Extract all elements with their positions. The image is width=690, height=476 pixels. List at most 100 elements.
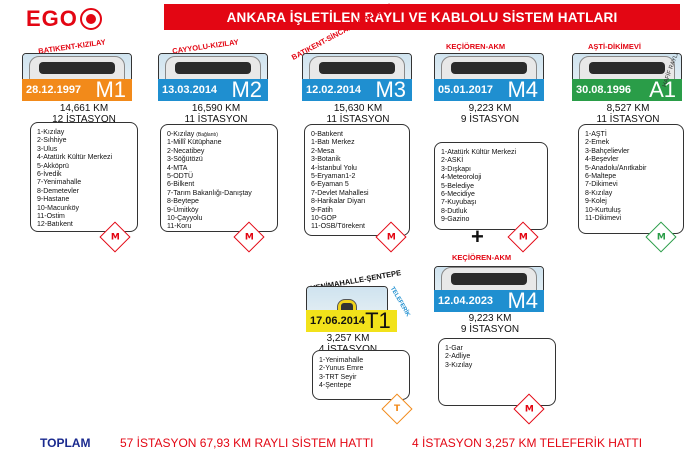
station-item: 6-Maltepe: [585, 173, 617, 181]
ego-emblem-icon: [79, 8, 102, 30]
station-item: 9-Kolej: [585, 198, 607, 206]
station-item: 2-Emek: [585, 139, 610, 147]
station-item: 1-Batı Merkez: [311, 139, 355, 147]
station-item: 10-Kurtuluş: [585, 206, 621, 214]
station-item: 1-Millî Kütüphane: [167, 139, 222, 147]
station-item: 5-ODTÜ: [167, 173, 194, 181]
station-item: 8-Beytepe: [167, 198, 199, 206]
station-item: 10-GOP: [311, 215, 337, 223]
footer-total-label: TOPLAM: [40, 436, 91, 450]
opening-date: 12.04.2023: [434, 290, 508, 312]
station-item: 1-AŞTİ: [585, 131, 607, 138]
station-item: 8-Dutluk: [441, 207, 468, 215]
station-item: 4-Atatürk Kültür Merkezi: [37, 154, 113, 162]
opening-date: 30.08.1996: [572, 79, 650, 101]
length-km: 15,630 KM: [333, 103, 383, 114]
line-code: M4: [507, 288, 544, 313]
opening-date: 05.01.2017: [434, 79, 508, 101]
station-item: 3-Botanik: [311, 156, 341, 164]
length-km: 14,661 KM: [59, 103, 109, 114]
station-item: 11-OSB/Törekent: [311, 223, 365, 231]
line-code: A1: [649, 77, 682, 102]
station-item: 8-Kızılay: [585, 189, 613, 197]
station-item: 9-Fatih: [311, 206, 333, 214]
station-item: 2-ASKİ: [441, 157, 464, 165]
page-title: ANKARA İŞLETİLEN RAYLI VE KABLOLU SİSTEM…: [226, 9, 618, 25]
station-item: 3-Söğütözü: [167, 156, 203, 164]
station-item: 7-Kuyubaşı: [441, 199, 477, 207]
length-km: 9,223 KM: [468, 103, 512, 114]
station-item: 9-Gazino: [441, 216, 470, 224]
station-item: 7-Yenimahalle: [37, 179, 82, 187]
station-item: 5-Belediye: [441, 182, 475, 190]
footer-rail-summary: 57 İSTASYON 67,93 KM RAYLI SİSTEM HATTI: [120, 436, 374, 450]
line-title: KEÇİÖREN-AKM: [446, 42, 506, 51]
station-item: 0-Batıkent: [311, 131, 343, 138]
logo-text: EGO: [26, 6, 78, 31]
station-item: 10-Çayyolu: [167, 215, 203, 223]
station-item: 3-TRT Seyir: [319, 373, 357, 381]
length-km: 8,527 KM: [606, 103, 650, 114]
station-count: 9 İSTASYON: [460, 114, 520, 125]
length-km: 3,257 KM: [326, 333, 370, 344]
station-item: 3-Ulus: [37, 145, 58, 153]
opening-date: 12.02.2014: [302, 79, 376, 101]
opening-date: 13.03.2014: [158, 79, 232, 101]
station-item: 2-Adliye: [445, 353, 471, 361]
station-item: 0-Kızılay(Bağlantı): [167, 131, 218, 138]
station-item: 10-Macunköy: [37, 204, 80, 212]
station-item: 2-Mesa: [311, 147, 335, 155]
station-item: 7-Tarım Bakanlığı-Danıştay: [167, 189, 252, 197]
station-item: 2-Sıhhiye: [37, 137, 67, 145]
station-item: 9-Hastane: [37, 196, 70, 204]
station-item: 1-Gar: [445, 345, 463, 352]
station-item: 2-Yunus Emre: [319, 365, 364, 373]
line-code: M1: [95, 77, 132, 102]
line-code: T1: [365, 308, 397, 333]
station-item: 3-Kızılay: [445, 361, 473, 369]
station-item: 1-Atatürk Kültür Merkezi: [441, 149, 517, 156]
station-note: (Bağlantı): [196, 132, 218, 138]
header-bar: ANKARA İŞLETİLEN RAYLI VE KABLOLU SİSTEM…: [164, 4, 680, 30]
station-item: 4-Beşevler: [585, 156, 619, 164]
station-item: 9-Ümitköy: [167, 206, 199, 214]
station-count: 11 İSTASYON: [326, 114, 390, 125]
line-title: KEÇİÖREN-AKM: [452, 253, 512, 262]
station-item: 6-Mecidiye: [441, 191, 475, 199]
station-item: 5-Eryaman1-2: [311, 173, 356, 181]
line-code: M3: [375, 77, 412, 102]
length-km: 9,223 KM: [468, 313, 512, 324]
station-count: 11 İSTASYON: [596, 114, 660, 125]
station-item: 12-Batıkent: [37, 221, 73, 229]
station-item: 11-Koru: [167, 223, 192, 231]
station-item: 3-Dışkapı: [441, 165, 471, 173]
station-item: 4-MTA: [167, 164, 188, 172]
station-count: 12 İSTASYON: [52, 114, 116, 125]
station-item: 3-Bahçelievler: [585, 147, 630, 155]
station-item: 4-Meteoroloji: [441, 174, 482, 182]
station-count: 9 İSTASYON: [460, 324, 520, 335]
station-item: 1-Yenimahalle: [319, 357, 364, 364]
line-code: M2: [231, 77, 268, 102]
station-count: 4 İSTASYON: [306, 344, 390, 355]
station-item: 11-Dikimevi: [585, 215, 622, 223]
line-code: M4: [507, 77, 544, 102]
station-count: 11 İSTASYON: [184, 114, 248, 125]
line-length: 3,257 KM4 İSTASYON: [306, 333, 390, 355]
